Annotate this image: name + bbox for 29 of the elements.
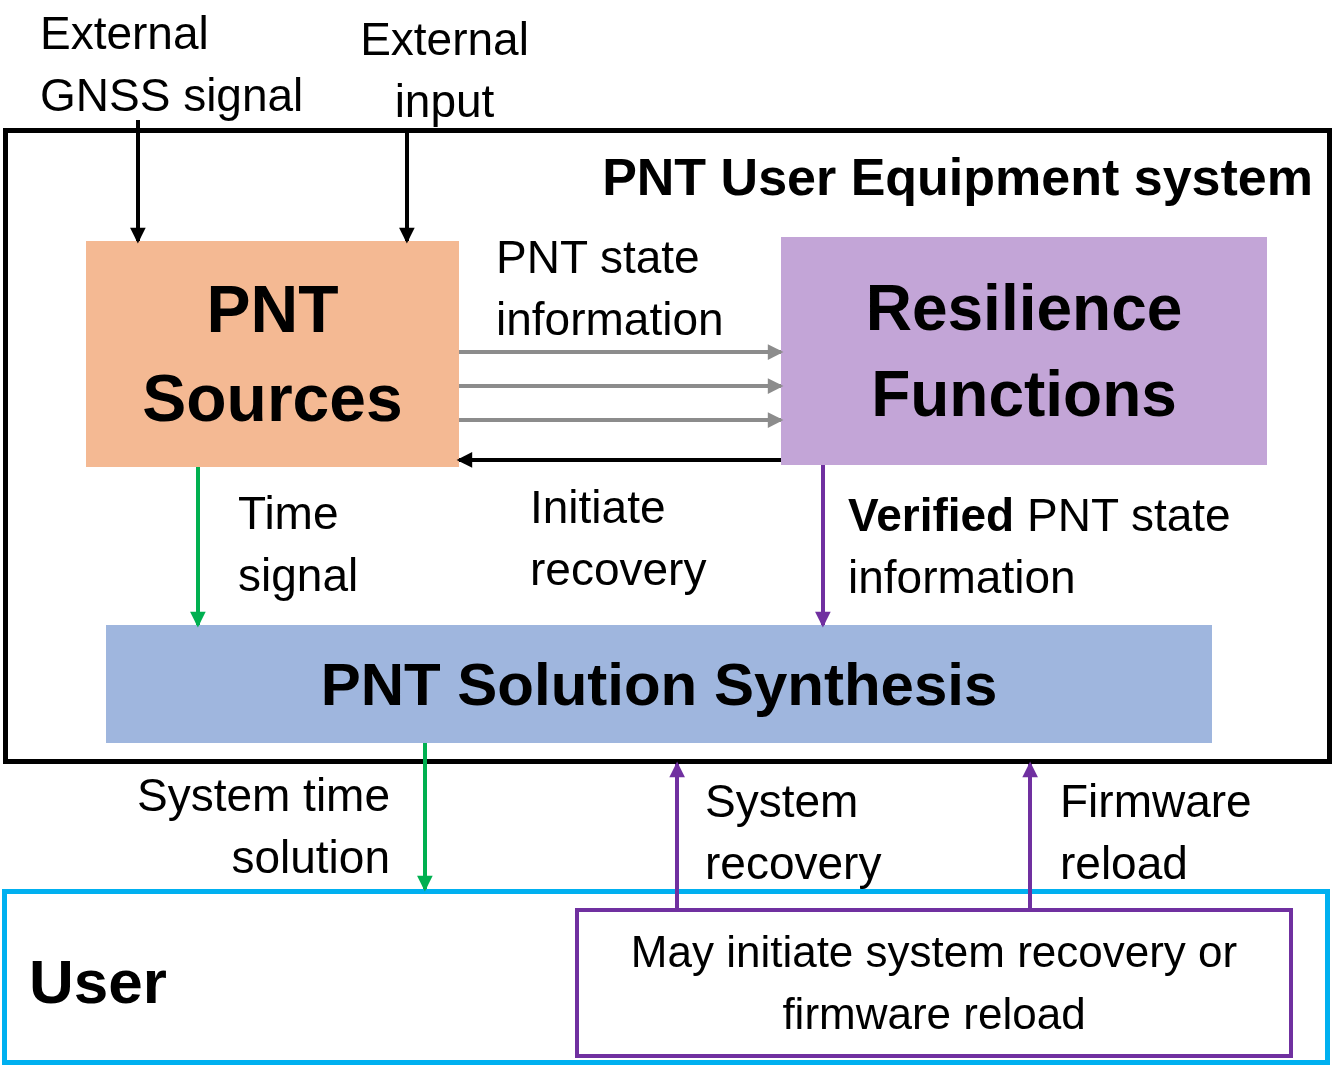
arrow — [130, 120, 146, 244]
user-box — [2, 889, 1330, 1065]
process-title: PNT Solution Synthesis — [320, 649, 998, 720]
user-title: User — [29, 946, 167, 1017]
process-title: PNT Sources — [141, 270, 404, 437]
note-text: May initiate system recovery or firmware reload — [629, 926, 1239, 1040]
arrow — [459, 344, 784, 360]
arrow — [190, 467, 206, 628]
arrow — [1022, 761, 1038, 908]
system-boundary — [3, 128, 1332, 764]
process-title: Resilience Functions — [864, 270, 1184, 432]
arrow — [459, 412, 784, 428]
process-box — [781, 237, 1267, 465]
edge-label: System recovery — [705, 774, 883, 891]
edge-label: PNT state information — [496, 230, 725, 347]
process-box — [106, 625, 1212, 743]
arrow — [456, 452, 781, 468]
arrow — [417, 743, 433, 892]
edge-label: System time solution — [135, 768, 390, 885]
edge-label: Initiate recovery — [530, 480, 708, 597]
arrow — [459, 378, 784, 394]
process-box — [86, 241, 459, 467]
edge-label: Time signal — [238, 486, 360, 603]
edge-label: Firmware reload — [1060, 774, 1253, 891]
edge-label: Verified PNT state information — [848, 488, 1232, 605]
arrow — [815, 465, 831, 628]
system-title: PNT User Equipment system — [602, 147, 1313, 207]
note-box — [575, 908, 1293, 1058]
arrow — [669, 761, 685, 908]
